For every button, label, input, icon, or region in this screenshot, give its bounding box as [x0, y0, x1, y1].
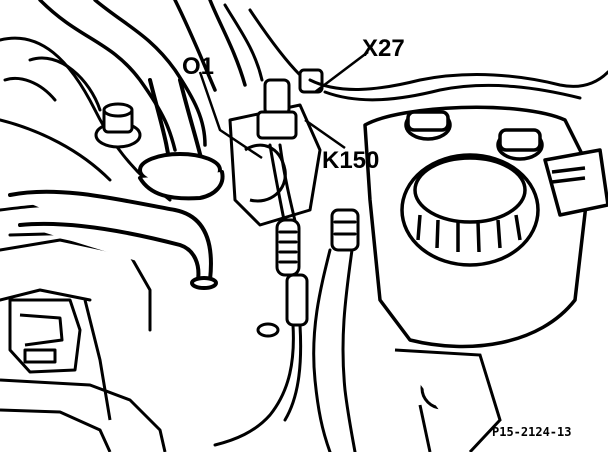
leader-o1	[198, 71, 263, 160]
lower-bolt	[394, 348, 502, 452]
label-k150: K150	[322, 147, 379, 174]
top-wiring	[223, 3, 608, 102]
brake-line-fitting	[312, 208, 360, 452]
label-o1: O1	[182, 53, 214, 80]
mounting-bolt	[94, 102, 142, 149]
leader-x27	[314, 51, 369, 93]
fluid-reservoir	[363, 105, 608, 349]
elbow-hose	[8, 189, 218, 290]
probe-cable	[213, 143, 309, 447]
top-hose	[38, 0, 247, 152]
figure-reference: P15-2124-13	[492, 425, 571, 439]
leader-k150	[304, 118, 346, 150]
callout-leaders	[198, 51, 369, 160]
coolant-hose	[138, 78, 225, 201]
battery-clamp	[0, 298, 167, 452]
label-x27: X27	[362, 35, 405, 62]
